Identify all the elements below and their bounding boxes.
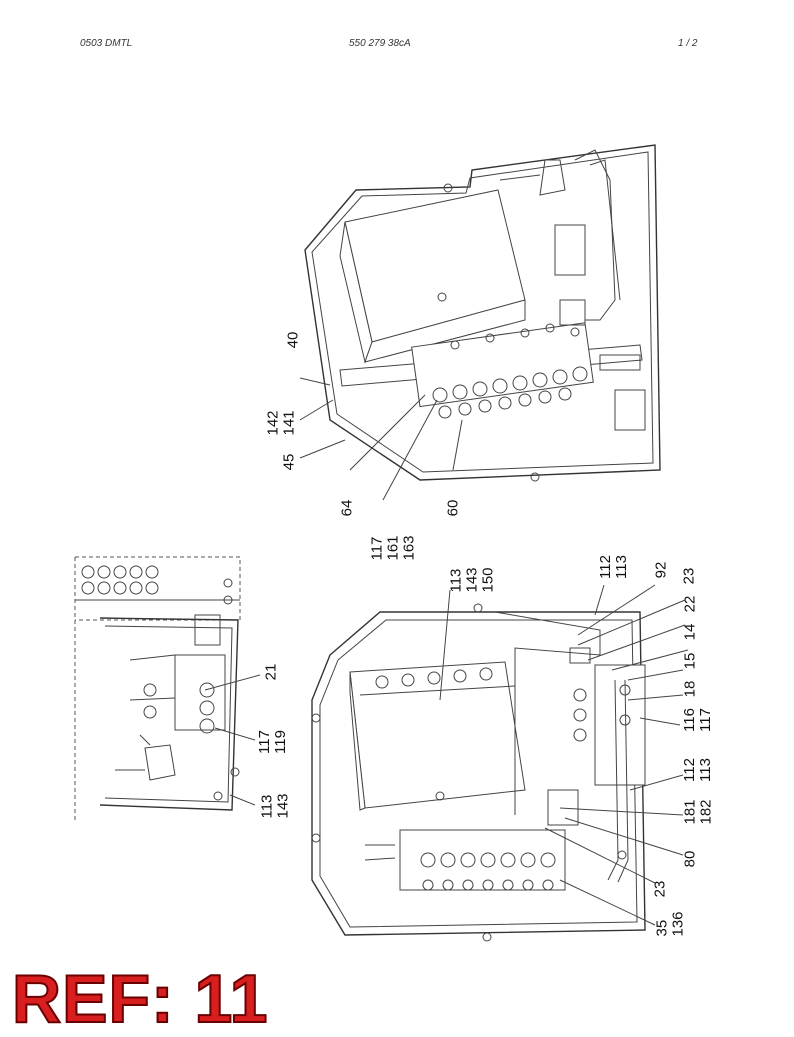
callout-21: 21 [261,663,279,681]
reference-label: REF: 11 [11,961,269,1037]
callout-line: 117 [368,536,386,561]
callout-line: 163 [400,535,418,561]
callout-line: 113 [612,555,630,579]
callout-line: 22 [680,595,698,613]
callout-line: 150 [479,567,497,593]
callout-line: 112 [680,758,698,782]
callout-15: 15 [680,652,698,670]
callout-line: 116 [680,708,698,732]
top-enclosure-drawing [304,144,661,482]
callout-line: 113 [258,794,276,819]
callout-64: 64 [337,499,355,517]
inset-detail-drawing [74,556,241,820]
callout-line: 15 [680,652,698,670]
callout-line: 117 [255,730,273,754]
callout-22: 22 [680,595,698,613]
callout-line: 35 [653,919,671,937]
callout-line: 181 [681,799,699,825]
callout-60: 60 [443,499,461,517]
callout-line: 141 [280,410,298,436]
doc-code: 0503 DMTL [80,38,133,49]
part-number: 550 279 38cA [349,38,411,49]
page-number: 1 / 2 [678,38,698,49]
callout-40: 40 [283,331,301,349]
callout-line: 14 [680,623,698,641]
callout-line: 23 [679,567,697,585]
callout-line: 113 [696,758,714,782]
callout-line: 182 [697,799,715,825]
callout-92: 92 [651,561,669,579]
callout-line: 113 [447,568,465,593]
callout-line: 142 [264,410,282,436]
bottom-enclosure-drawing [311,603,646,942]
callout-line: 80 [680,850,698,868]
callout-line: 161 [384,535,402,561]
callout-line: 23 [650,880,668,898]
callout-23b: 23 [650,880,668,898]
callout-line: 117 [696,708,714,732]
callout-23a: 23 [679,567,697,585]
callout-14: 14 [680,623,698,641]
callout-line: 143 [274,793,292,819]
callout-45: 45 [279,453,297,471]
callout-line: 64 [337,499,355,517]
callout-line: 18 [680,680,698,698]
callout-80: 80 [680,850,698,868]
callout-line: 92 [651,561,669,579]
callout-18: 18 [680,680,698,698]
callout-line: 112 [596,555,614,579]
callout-line: 21 [261,663,279,681]
callout-line: 60 [443,499,461,517]
callout-line: 136 [669,911,687,937]
callout-line: 119 [271,730,289,754]
callout-line: 40 [283,331,301,349]
callout-line: 143 [463,567,481,593]
callout-line: 45 [279,453,297,471]
